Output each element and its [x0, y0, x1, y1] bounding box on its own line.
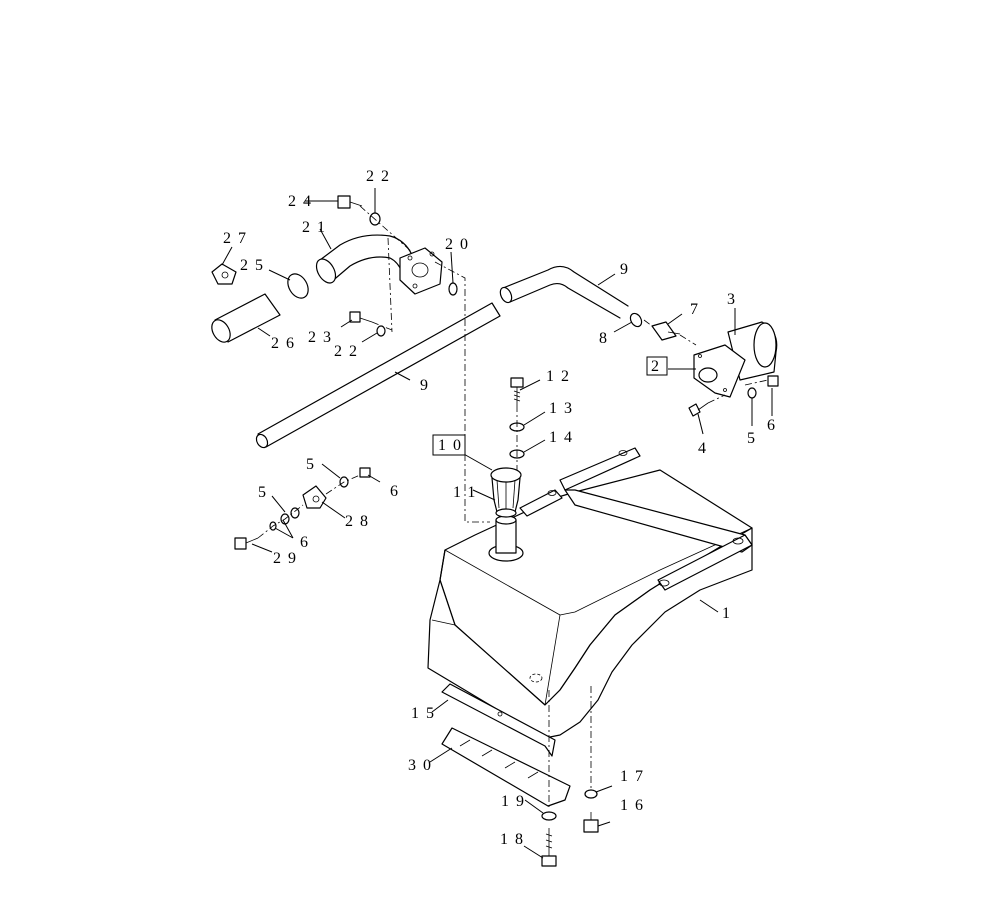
- bolt-18: [541, 828, 557, 867]
- bolt-23: [349, 311, 373, 323]
- bolt-24: [337, 195, 363, 209]
- callout-13: 13: [549, 400, 579, 417]
- callout-7: 7: [690, 301, 705, 318]
- leader-lines: [221, 188, 773, 859]
- callout-17: 17: [620, 768, 650, 785]
- callout-22-upper: 22: [366, 168, 396, 185]
- callout-6-lower: 6: [300, 534, 315, 551]
- washer-6-lower-a: [290, 507, 300, 519]
- label-box-2: [646, 356, 668, 376]
- bolt-29: [234, 537, 259, 550]
- washer-22-lower: [376, 325, 386, 337]
- bracket-30: [441, 727, 571, 807]
- callout-20: 20: [445, 236, 475, 253]
- bracket-15: [441, 683, 556, 757]
- callout-30: 30: [408, 757, 438, 774]
- callout-27: 27: [223, 230, 253, 247]
- callout-5-upper: 5: [306, 456, 321, 473]
- callout-16: 16: [620, 797, 650, 814]
- assembly-line-clip28: [325, 474, 361, 495]
- hose-clamp-25: [287, 273, 309, 299]
- callout-5-pump: 5: [747, 430, 762, 447]
- callout-5-lower: 5: [258, 484, 273, 501]
- callout-21: 21: [302, 219, 332, 236]
- callout-26: 26: [271, 335, 301, 352]
- clip-27: [211, 263, 237, 285]
- hose-26: [211, 293, 281, 343]
- callout-11: 11: [453, 484, 482, 501]
- assembly-line-bolt24: [359, 205, 413, 253]
- nut-6-upper: [359, 467, 371, 478]
- assembly-line-bolt29: [257, 504, 304, 539]
- callout-19: 19: [501, 793, 531, 810]
- callout-6-pump: 6: [767, 417, 782, 434]
- callout-23: 23: [308, 329, 338, 346]
- nut-6-pump: [767, 375, 779, 387]
- callout-9-long: 9: [420, 377, 435, 394]
- assembly-line-flange: [434, 261, 490, 523]
- bolt-12: [510, 377, 524, 405]
- callout-15: 15: [411, 705, 441, 722]
- callout-10: 10: [438, 437, 468, 454]
- assembly-line-pump: [707, 379, 769, 404]
- washer-19: [541, 811, 557, 821]
- callout-25: 25: [240, 257, 270, 274]
- assembly-line-hose: [387, 237, 393, 333]
- callout-2: 2: [651, 358, 666, 375]
- elbow-hose-21: [315, 234, 443, 295]
- gasket-20: [448, 282, 458, 296]
- callout-12: 12: [546, 368, 576, 385]
- clamp-8: [629, 312, 643, 328]
- callout-29: 29: [273, 550, 303, 567]
- callout-28: 28: [345, 513, 375, 530]
- fitting-7: [651, 321, 681, 341]
- callout-18: 18: [500, 831, 530, 848]
- bolt-4: [688, 402, 709, 417]
- drain-plug-16: [583, 812, 599, 833]
- fuel-tank: [427, 447, 753, 739]
- callout-9-bent: 9: [620, 261, 635, 278]
- callout-8: 8: [599, 330, 614, 347]
- o-ring-17: [584, 789, 598, 799]
- fuel-pump: [693, 321, 778, 398]
- assembly-line-pipe: [643, 319, 697, 346]
- callout-4: 4: [698, 440, 713, 457]
- callout-1: 1: [722, 605, 737, 622]
- label-box-10: [432, 434, 466, 456]
- pipe-9-bent: [499, 265, 629, 319]
- callout-3: 3: [727, 291, 742, 308]
- filler-cap: [490, 467, 522, 518]
- callout-24: 24: [288, 193, 318, 210]
- clip-28: [302, 485, 327, 509]
- callout-14: 14: [549, 429, 579, 446]
- assembly-line-bolt23: [371, 321, 393, 331]
- pipe-9-long: [255, 302, 501, 449]
- washer-5-pump: [747, 387, 757, 399]
- callout-22-lower: 22: [334, 343, 364, 360]
- callout-6-upper: 6: [390, 483, 405, 500]
